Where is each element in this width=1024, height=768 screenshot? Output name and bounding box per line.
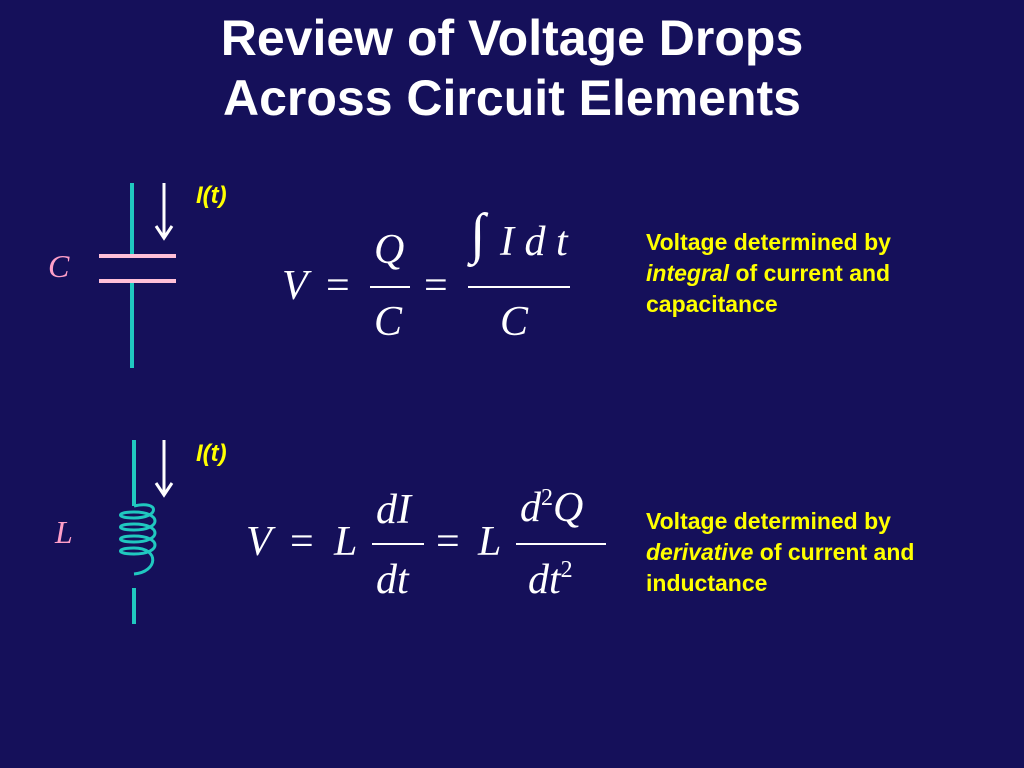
inductor-coil-icon: [119, 503, 157, 576]
ind-desc-line-1: Voltage determined by: [646, 508, 891, 534]
ind-eq-frac2-num-sup: 2: [541, 485, 553, 511]
cap-desc-line-3: capacitance: [646, 291, 778, 317]
cap-eq-frac1-num: Q: [374, 227, 405, 273]
capacitor-element-label: C: [48, 248, 70, 284]
capacitor-current-arrow-icon: [154, 183, 174, 241]
ind-desc-line-2: derivative of current and: [646, 537, 914, 568]
cap-eq-frac1-den: C: [374, 299, 403, 345]
ind-eq-frac2-den-sup: 2: [560, 557, 573, 583]
inductor-current-label: I(t): [196, 440, 227, 467]
slide-title-line-1: Review of Voltage Drops: [220, 10, 804, 66]
ind-eq-frac1-bar: [372, 543, 424, 545]
ind-eq-frac2-num-q: Q: [553, 485, 584, 531]
inductor-current-arrow-icon: [154, 440, 174, 498]
ind-eq-frac2-num: d2Q: [520, 484, 583, 532]
cap-eq-frac2-den: C: [500, 299, 529, 345]
ind-eq-frac2-num-d: d: [520, 485, 541, 531]
ind-desc-line-2-rest: of current and: [753, 539, 915, 565]
cap-eq-lhs: V: [282, 263, 308, 309]
capacitor-description: Voltage determined by integral of curren…: [646, 227, 891, 320]
ind-eq-frac2-den-dt: dt: [528, 557, 561, 603]
ind-eq-lhs: V: [246, 519, 272, 565]
cap-eq-frac1-bar: [370, 286, 410, 288]
ind-eq-coef-2: L: [478, 519, 502, 565]
ind-eq-frac2-bar: [516, 543, 606, 545]
slide-title-line-2: Across Circuit Elements: [223, 70, 801, 126]
ind-eq-equals-2: =: [436, 519, 460, 565]
ind-desc-emphasis: derivative: [646, 539, 754, 565]
inductor-element-label: L: [55, 514, 73, 550]
cap-eq-integral-sign: ∫: [470, 203, 486, 265]
cap-eq-frac2-bar: [468, 286, 570, 288]
cap-eq-equals-2: =: [424, 263, 448, 309]
cap-eq-equals-1: =: [326, 263, 350, 309]
ind-eq-frac1-den: dt: [376, 557, 409, 603]
ind-eq-frac2-den: dt2: [528, 556, 573, 604]
ind-eq-coef-1: L: [334, 519, 358, 565]
cap-desc-emphasis: integral: [646, 260, 730, 286]
ind-eq-equals-1: =: [290, 519, 314, 565]
ind-desc-line-3: inductance: [646, 570, 768, 596]
capacitor-current-label: I(t): [196, 182, 227, 209]
cap-desc-line-1: Voltage determined by: [646, 229, 891, 255]
slide-title: Review of Voltage Drops Across Circuit E…: [0, 8, 1024, 128]
inductor-description: Voltage determined by derivative of curr…: [646, 506, 914, 599]
cap-eq-frac2-num: I d t: [500, 219, 568, 265]
cap-desc-line-2-rest: of current and: [729, 260, 891, 286]
cap-desc-line-2: integral of current and: [646, 258, 891, 289]
ind-eq-frac1-num: dI: [376, 487, 411, 533]
